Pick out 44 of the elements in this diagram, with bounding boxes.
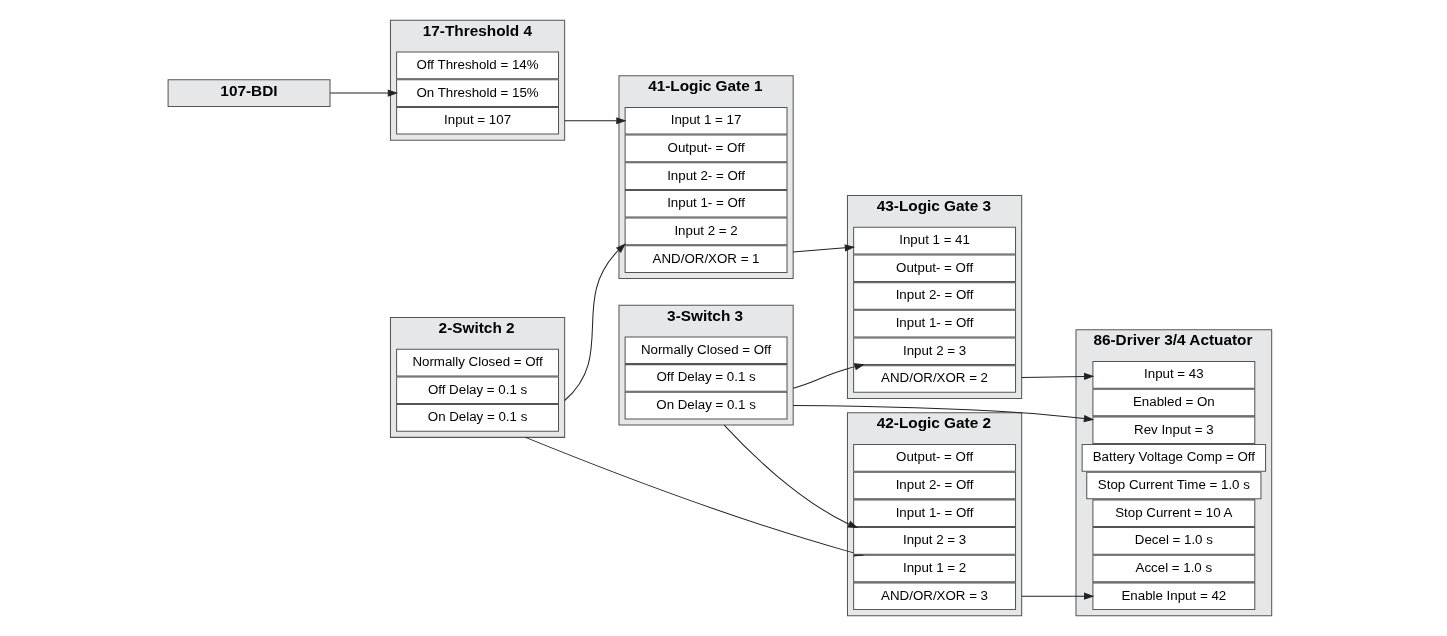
node-box: Input 2- = Off <box>852 471 1016 500</box>
node-box: On Delay = 0.1 s <box>624 391 788 420</box>
node-box: Enable Input = 42 <box>1091 582 1255 611</box>
arrow <box>563 117 627 125</box>
node-box: Input 1 = 41 <box>852 226 1016 255</box>
node-box: Input 1- = Off <box>852 309 1016 338</box>
node-box: Input 2- = Off <box>624 162 788 190</box>
arrow <box>792 404 1094 423</box>
node-box: Output- = Off <box>852 444 1016 472</box>
node-box: Output- = Off <box>852 254 1016 283</box>
node-box: Input = 43 <box>1091 361 1255 389</box>
node-box: 107-BDI <box>167 79 330 107</box>
node-box: Input 2 = 3 <box>852 337 1016 366</box>
node-box: Normally Closed = Off <box>395 348 559 377</box>
node-box: Decel = 1.0 s <box>1091 527 1255 555</box>
node-box: Input 1- = Off <box>624 189 788 218</box>
arrow <box>1020 372 1094 380</box>
node-box: AND/OR/XOR = 1 <box>624 245 788 273</box>
node-box: Stop Current Time = 1.0 s <box>1085 471 1261 500</box>
arrow <box>1020 592 1094 600</box>
node-box: AND/OR/XOR = 3 <box>852 582 1016 611</box>
node-box: Input = 107 <box>395 106 559 135</box>
arrow <box>329 89 398 97</box>
node-box: Off Delay = 0.1 s <box>395 376 559 405</box>
node-box: Off Threshold = 14% <box>395 51 559 80</box>
arrow <box>723 424 858 529</box>
node-box: Battery Voltage Comp = Off <box>1081 444 1266 472</box>
node-box: Input 1- = Off <box>852 499 1016 528</box>
node-box: Normally Closed = Off <box>624 336 788 365</box>
arrow <box>563 243 626 401</box>
arrow <box>792 244 855 253</box>
node-box: Input 1 = 17 <box>624 106 788 135</box>
arrow <box>792 363 865 389</box>
node-box: Output- = Off <box>624 134 788 163</box>
node-box: Accel = 1.0 s <box>1091 554 1255 583</box>
node-box: Input 1 = 2 <box>852 554 1016 583</box>
node-box: On Delay = 0.1 s <box>395 404 559 432</box>
node-box: Rev Input = 3 <box>1091 416 1255 445</box>
node-box: Stop Current = 10 A <box>1091 499 1255 528</box>
node-box: Input 2- = Off <box>852 282 1016 310</box>
node-box: Off Delay = 0.1 s <box>624 364 788 392</box>
node-box: Input 2 = 2 <box>624 217 788 246</box>
node-box: Enabled = On <box>1091 388 1255 417</box>
node-box: On Threshold = 15% <box>395 79 559 107</box>
